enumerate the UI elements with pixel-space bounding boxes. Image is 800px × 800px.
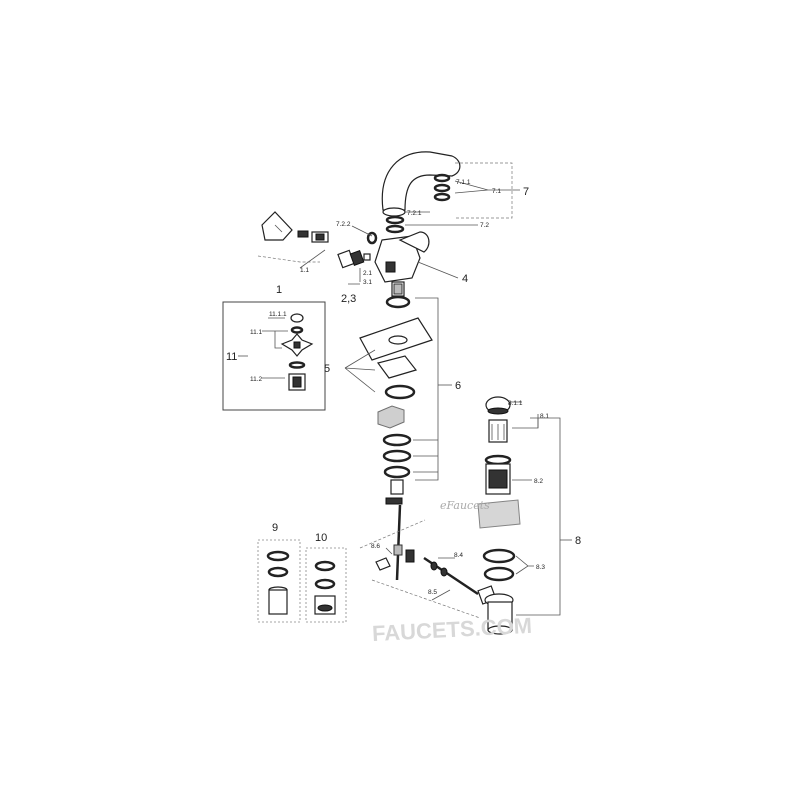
label-7-2-2-group: 7.2.2 xyxy=(336,221,373,237)
label-5: 5 xyxy=(324,363,330,375)
label-8-2: 8.2 xyxy=(534,478,543,485)
popup-rod-labels: 8.6 8.4 8.5 xyxy=(359,519,481,619)
label-4: 4 xyxy=(462,273,468,285)
label-2-3: 2,3 xyxy=(341,293,356,305)
label-9: 9 xyxy=(272,522,278,534)
label-7-1: 7.1 xyxy=(492,188,501,195)
label-7-bracket: 7.1.1 7.1 7 7.2.1 7.2 xyxy=(405,162,529,229)
label-8-3: 8.3 xyxy=(536,564,545,571)
label-2-1: 2.1 xyxy=(363,270,372,277)
label-8-1: 8.1 xyxy=(540,413,549,420)
label-7-2-2: 7.2.2 xyxy=(336,221,351,228)
efaucets-watermark-logo: eFaucets xyxy=(440,499,490,512)
popup-rod-parts xyxy=(375,497,497,605)
label-8-bracket: 8.1.1 8.1 8.2 8.3 8 xyxy=(508,400,581,616)
label-2-3-group: 2.1 3.1 2,3 xyxy=(341,268,372,305)
faucet-body-part: 4 xyxy=(366,231,468,309)
option-9-box: 9 xyxy=(257,522,301,623)
label-6-bracket: 6 xyxy=(413,297,461,481)
label-8-4: 8.4 xyxy=(454,552,463,559)
handle-part xyxy=(261,211,371,269)
spout-part xyxy=(381,151,461,217)
label-7-2: 7.2 xyxy=(480,222,489,229)
label-11: 11 xyxy=(226,351,237,363)
deck-plate-part xyxy=(359,317,433,400)
spout-aerator-parts xyxy=(385,173,451,234)
cross-handle-option-box: 11.1.1 11.1 11 11.2 xyxy=(222,301,326,411)
label-11-1-1: 11.1.1 xyxy=(269,311,287,318)
mounting-kit-parts xyxy=(377,405,412,495)
label-8: 8 xyxy=(575,535,581,547)
drain-flange-parts xyxy=(477,454,521,635)
label-8-5: 8.5 xyxy=(428,589,437,596)
label-11-1: 11.1 xyxy=(250,329,263,336)
option-10-box: 10 xyxy=(305,532,347,623)
label-6: 6 xyxy=(455,380,461,392)
label-1-group: 1.1 1 xyxy=(257,249,326,296)
label-7: 7 xyxy=(523,186,529,198)
label-10: 10 xyxy=(315,532,327,544)
label-11-2: 11.2 xyxy=(250,376,263,383)
label-5-bracket: 5 xyxy=(324,349,376,393)
label-1-1: 1.1 xyxy=(300,267,309,274)
drain-stopper-parts xyxy=(485,396,511,443)
faucets-com-watermark: FAUCETS.COM xyxy=(371,613,532,646)
label-7-2-1: 7.2.1 xyxy=(407,210,422,217)
label-8-6: 8.6 xyxy=(371,543,380,550)
label-8-1-1: 8.1.1 xyxy=(508,400,523,407)
label-3-1: 3.1 xyxy=(363,279,372,286)
label-7-1-1: 7.1.1 xyxy=(456,179,471,186)
label-1: 1 xyxy=(276,284,282,296)
